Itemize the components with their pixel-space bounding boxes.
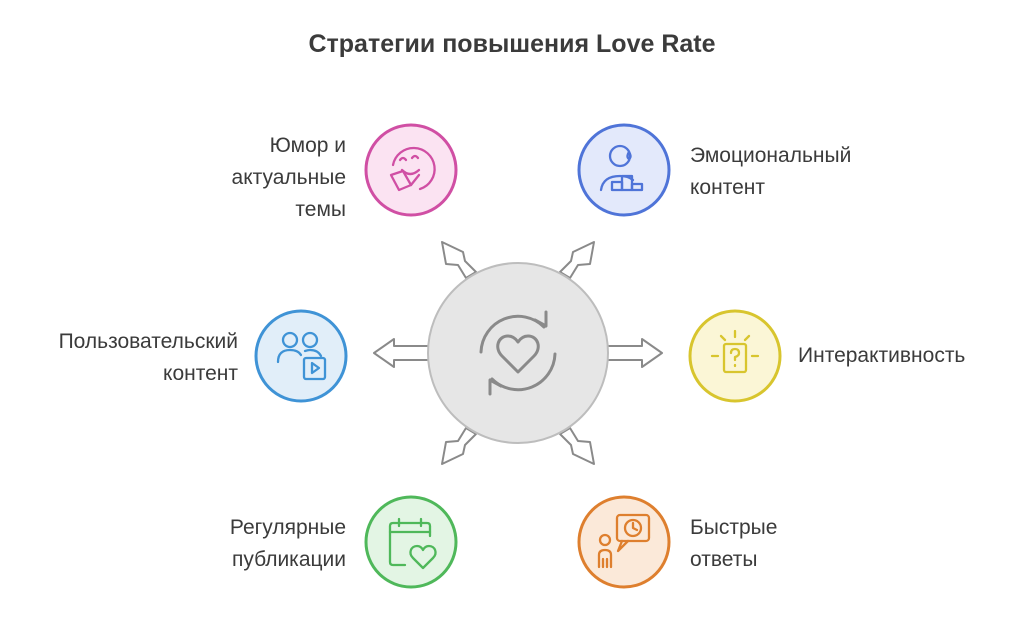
label-regular-line-1: Регулярные [229, 516, 346, 539]
arrows-group [373, 241, 663, 465]
diagram-title: Стратегии повышения Love Rate [308, 30, 716, 58]
label-ugc-line-2: контент [163, 362, 238, 385]
node-regular [364, 495, 458, 589]
arrow-lower-right [559, 427, 595, 465]
question-box-icon [710, 329, 760, 374]
humor-circle [364, 123, 458, 217]
regular-circle [364, 495, 458, 589]
hub-circle [427, 262, 609, 444]
users-video-icon [276, 331, 327, 381]
arrow-lower-left [441, 427, 477, 465]
node-emotional [577, 123, 671, 217]
label-emotional-line-2: контент [690, 176, 765, 199]
label-fast-line-2: ответы [690, 548, 758, 571]
laughing-face-icon [389, 146, 436, 192]
label-regular-line-2: публикации [232, 548, 346, 571]
label-humor: Юмор и актуальные темы [150, 130, 346, 226]
label-interactive-line-1: Интерактивность [798, 344, 966, 367]
label-humor-line-2: актуальные [231, 166, 346, 189]
label-ugc: Пользовательский контент [0, 326, 238, 390]
label-emotional: Эмоциональный контент [690, 140, 930, 204]
arrow-right [603, 338, 663, 368]
label-humor-line-3: темы [295, 198, 346, 221]
label-ugc-line-1: Пользовательский [58, 330, 238, 353]
calendar-heart-icon [388, 517, 437, 570]
arrow-left [373, 338, 433, 368]
label-fast-line-1: Быстрые [690, 516, 778, 539]
arrow-upper-left [441, 241, 477, 279]
node-interactive [688, 309, 782, 403]
node-fast [577, 495, 671, 589]
node-humor [364, 123, 458, 217]
person-clock-bubble-icon [597, 513, 651, 569]
node-ugc [254, 309, 348, 403]
arrow-upper-right [559, 241, 595, 279]
label-interactive: Интерактивность [798, 340, 1018, 372]
emotional-circle [577, 123, 671, 217]
label-humor-line-1: Юмор и [269, 134, 346, 157]
heart-refresh-icon [479, 310, 557, 396]
label-fast: Быстрые ответы [690, 512, 910, 576]
label-regular: Регулярные публикации [150, 512, 346, 576]
crying-person-podium-icon [599, 144, 644, 192]
label-emotional-line-1: Эмоциональный [690, 144, 852, 167]
